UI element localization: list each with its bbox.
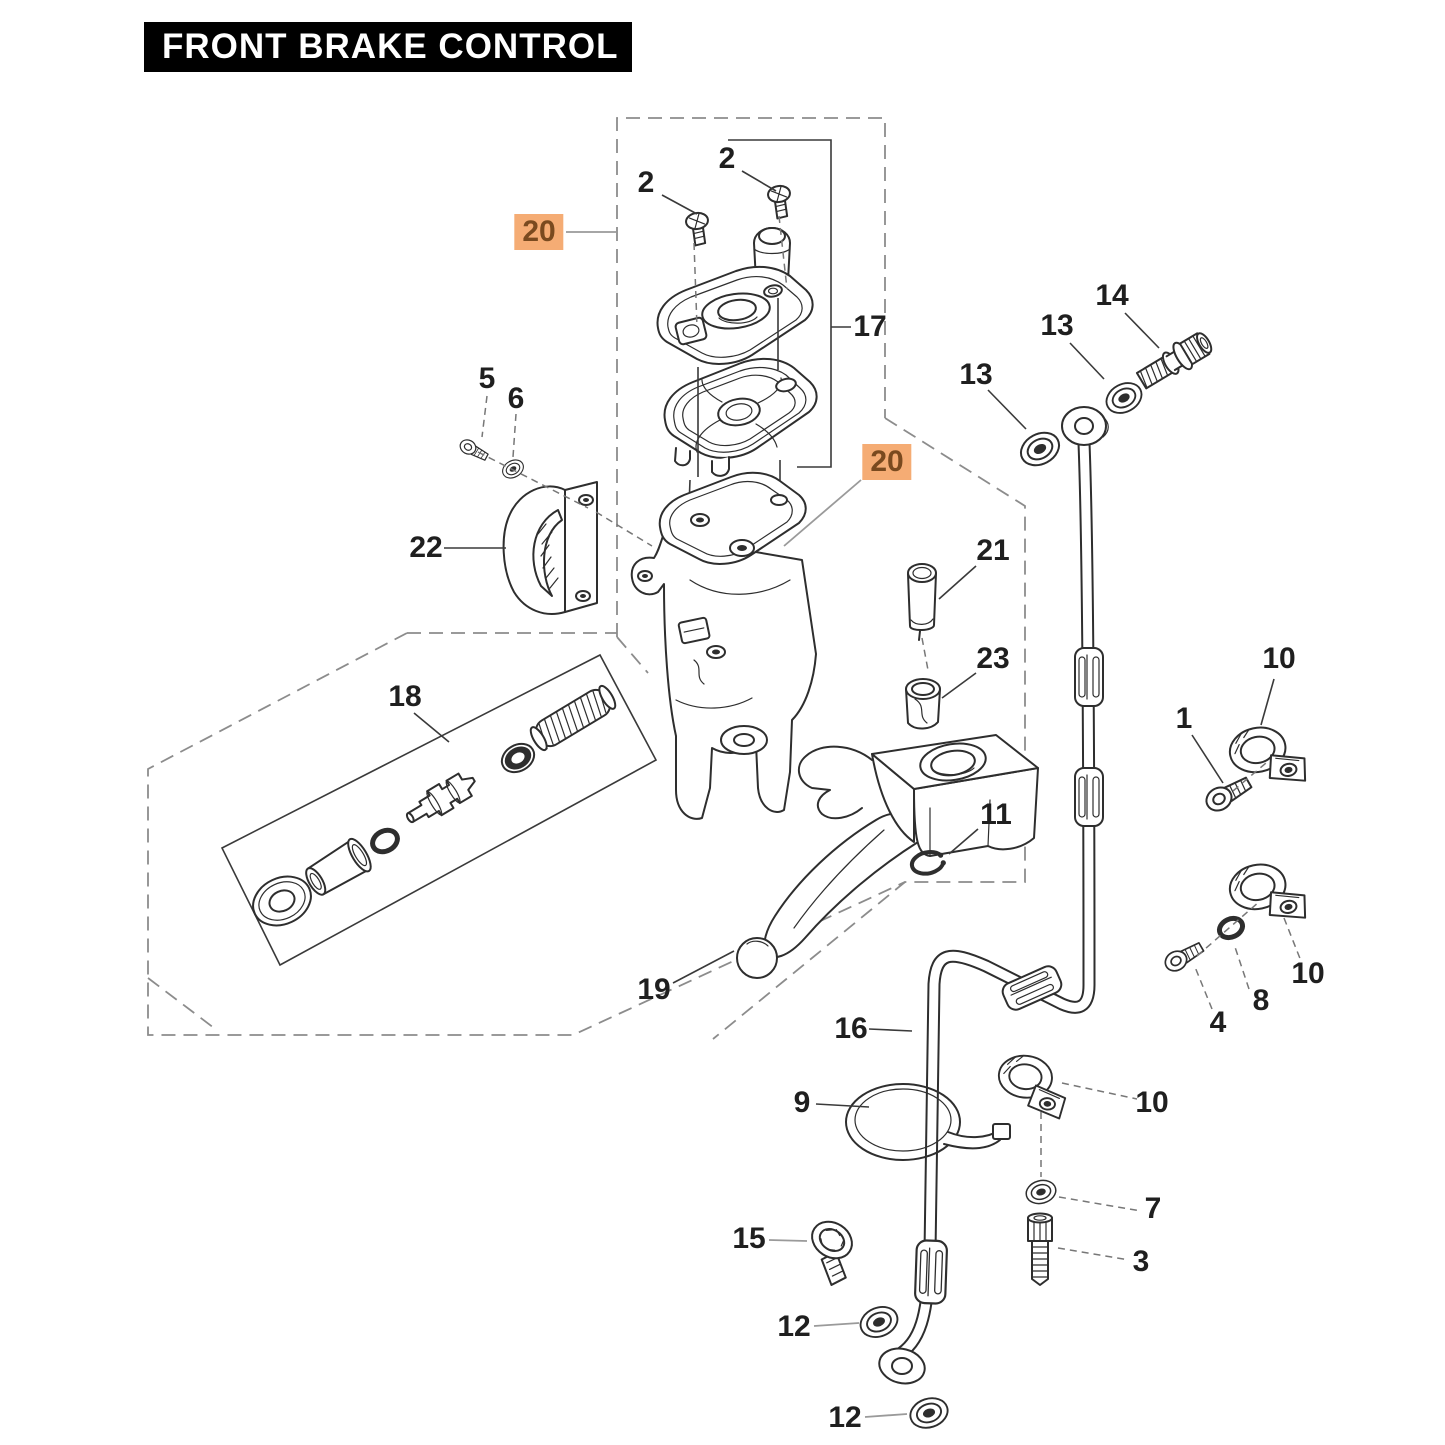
reservoir-cap-screw-right <box>765 183 795 221</box>
brake-hose-drawing <box>878 406 1109 1385</box>
callout-13a: 13 <box>959 358 993 391</box>
dashed-group-boxes <box>147 117 1026 1040</box>
callout-12a: 12 <box>777 1310 811 1343</box>
callout-20b: 20 <box>862 444 912 480</box>
reservoir-cover-drawing <box>656 265 814 365</box>
callout-10c: 10 <box>1135 1086 1169 1119</box>
clamp-washer-lower <box>1022 1176 1060 1208</box>
callout-20a: 20 <box>514 214 564 250</box>
page-title: FRONT BRAKE CONTROL <box>144 22 632 72</box>
pivot-bushing-drawing <box>905 678 941 730</box>
piston-spring-drawing <box>529 684 617 752</box>
callout-1: 1 <box>1175 702 1193 735</box>
callout-13b: 13 <box>1040 309 1074 342</box>
callout-2b: 2 <box>718 142 736 175</box>
reservoir-gasket-drawing <box>663 357 818 477</box>
callout-22: 22 <box>409 531 443 564</box>
callout-5: 5 <box>478 362 496 395</box>
projection-lines <box>687 215 788 533</box>
rebuild-kit-bracket <box>220 653 658 967</box>
clamp-screw-lower <box>1027 1212 1053 1286</box>
callout-8: 8 <box>1252 984 1270 1017</box>
callout-21: 21 <box>976 534 1010 567</box>
clamp-bolt-middle <box>1160 937 1207 976</box>
callout-23: 23 <box>976 642 1010 675</box>
cable-strap-drawing <box>845 1083 1011 1161</box>
hose-sleeve <box>1074 647 1104 707</box>
callout-4: 4 <box>1209 1006 1227 1039</box>
clamp-oring <box>1216 915 1246 941</box>
gasket-washer-lower <box>905 1392 953 1434</box>
callout-16: 16 <box>834 1012 868 1045</box>
leader-lines <box>413 170 1302 1418</box>
piston-cup-drawing <box>305 837 372 896</box>
hose-ferrule <box>913 1239 949 1305</box>
callout-6: 6 <box>507 382 525 415</box>
snap-ring-drawing <box>909 850 946 876</box>
hose-clamp-lower <box>994 1052 1071 1120</box>
banjo-washer-lower <box>1014 425 1066 473</box>
flange-bolt-drawing <box>811 1220 853 1286</box>
master-cylinder-body-drawing <box>630 471 817 820</box>
callout-11: 11 <box>980 798 1012 831</box>
hose-sleeve <box>1074 767 1104 827</box>
reservoir-cap-screw-left <box>683 210 713 248</box>
callout-15: 15 <box>732 1222 766 1255</box>
cap-kit-bracket <box>728 139 851 468</box>
callout-10b: 10 <box>1291 957 1325 990</box>
callout-7: 7 <box>1144 1192 1162 1225</box>
gasket-washer-upper <box>855 1300 903 1344</box>
piston-oring-drawing <box>370 827 400 855</box>
pivot-pin-drawing <box>907 563 937 641</box>
piston-seal-drawing <box>252 875 312 927</box>
brake-lever-drawing <box>736 734 1039 979</box>
piston-washer-drawing <box>500 742 536 774</box>
callout-10a: 10 <box>1262 642 1296 675</box>
banjo-bolt-drawing <box>1135 332 1213 390</box>
callout-17: 17 <box>853 310 887 343</box>
callout-3: 3 <box>1132 1245 1150 1278</box>
callout-18: 18 <box>388 680 422 713</box>
callout-9: 9 <box>793 1086 811 1119</box>
banjo-washer-upper <box>1100 376 1148 420</box>
handlebar-clamp-drawing <box>502 481 598 615</box>
callout-14: 14 <box>1095 279 1129 312</box>
clamp-screw-drawing <box>457 436 491 464</box>
callout-12b: 12 <box>828 1401 862 1434</box>
piston-drawing <box>405 772 476 824</box>
callout-19: 19 <box>637 973 671 1006</box>
callout-2a: 2 <box>637 166 655 199</box>
